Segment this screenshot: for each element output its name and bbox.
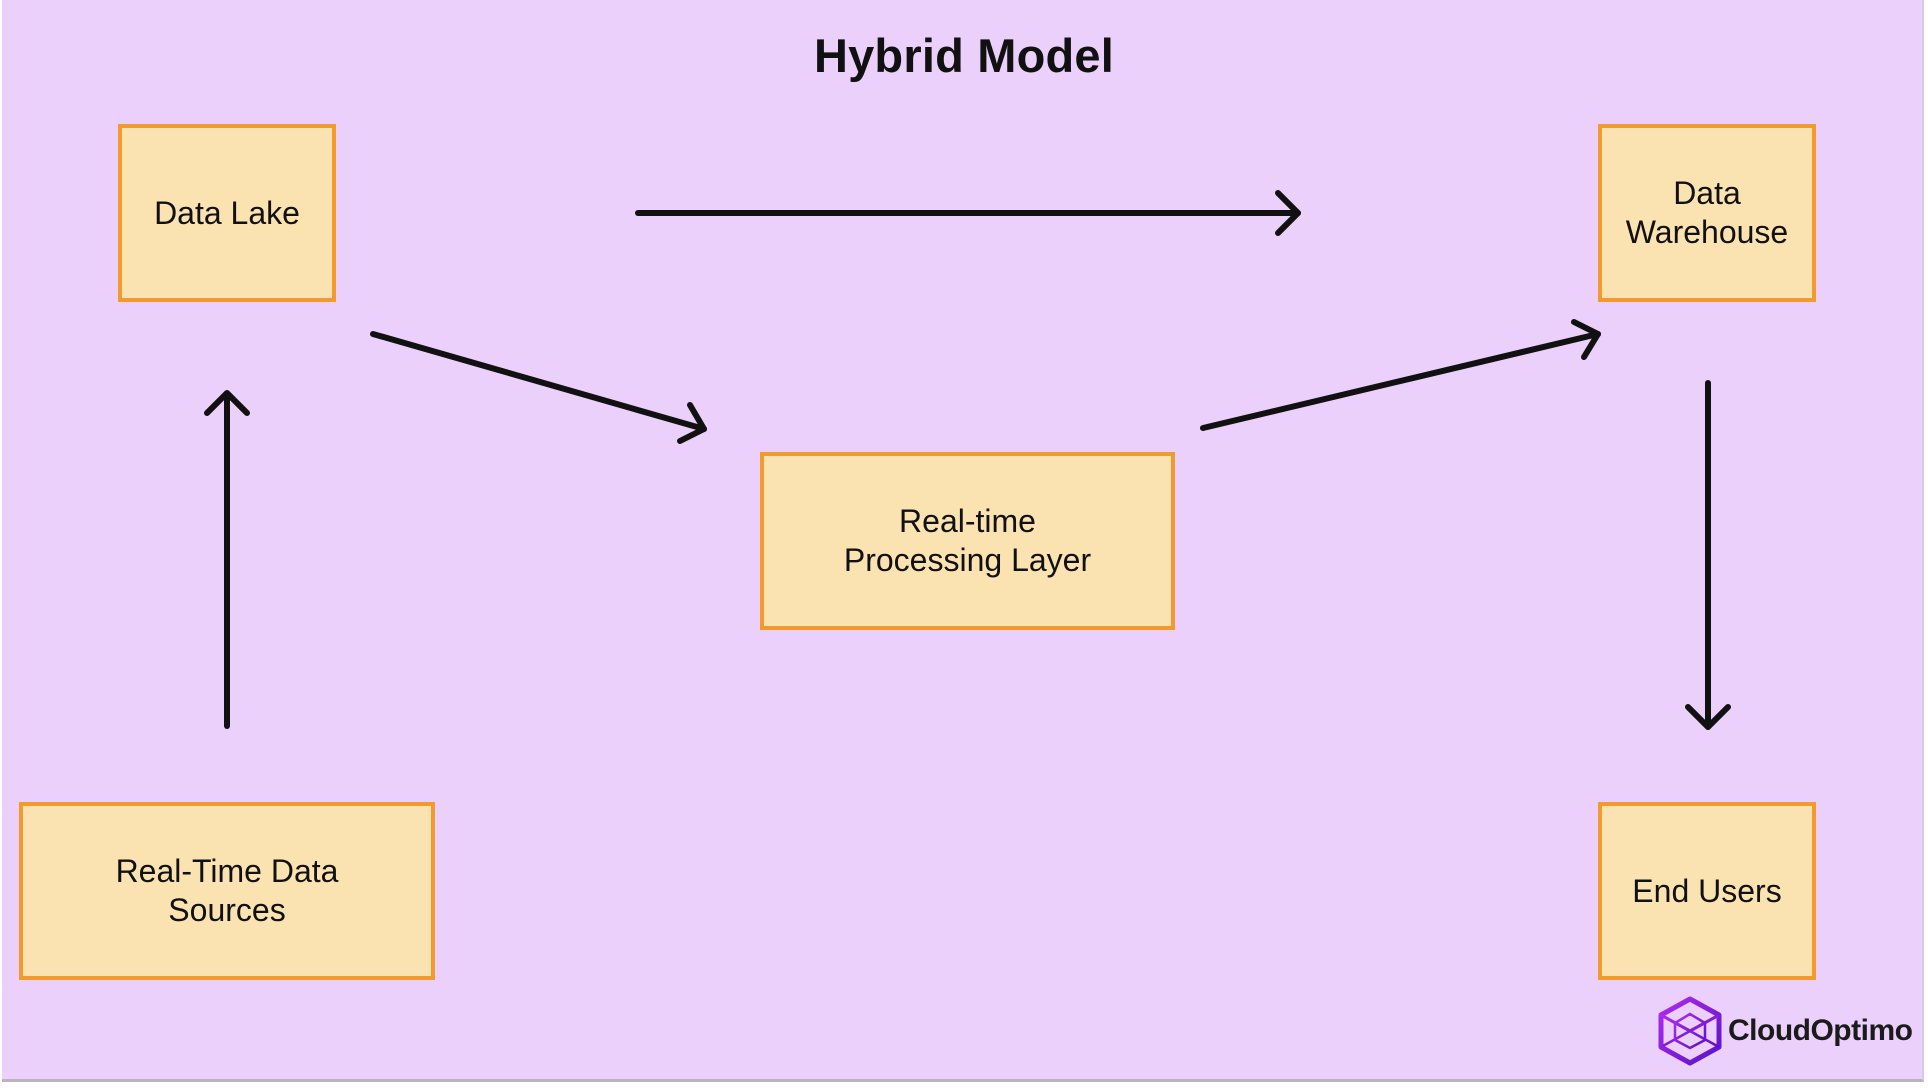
node-realtime-data-sources: Real-Time Data Sources xyxy=(19,802,435,980)
diagram-title: Hybrid Model xyxy=(813,29,1115,82)
node-end-users: End Users xyxy=(1598,802,1816,980)
cloudoptimo-logo-icon xyxy=(1658,996,1722,1066)
node-data-warehouse: Data Warehouse xyxy=(1598,124,1816,302)
node-realtime-processing-layer: Real-time Processing Layer xyxy=(760,452,1175,630)
cloudoptimo-logo: CloudOptimo xyxy=(1656,996,1913,1066)
node-data-lake: Data Lake xyxy=(118,124,336,302)
logo-text: CloudOptimo xyxy=(1728,1014,1913,1047)
